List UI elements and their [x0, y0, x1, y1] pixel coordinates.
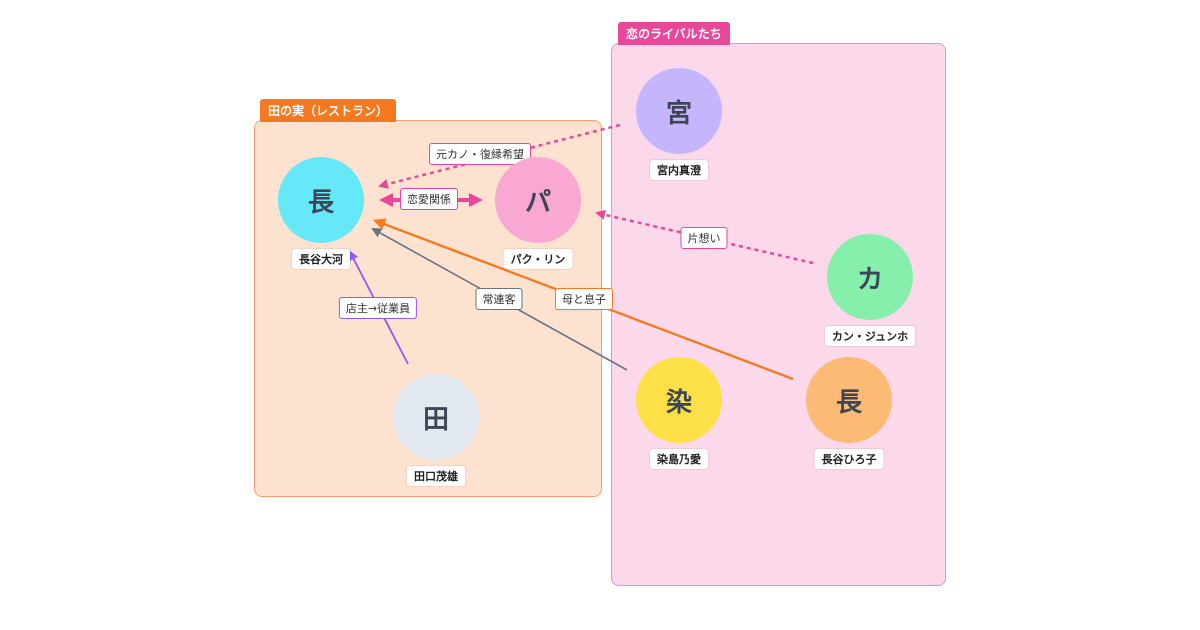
edge-kang-park	[595, 209, 814, 265]
edge-label-somejima-hase: 常連客	[475, 288, 523, 310]
edge-label-hase-park: 恋愛関係	[400, 188, 458, 210]
edge-label-miyauchi-hase: 元カノ・復縁希望	[429, 143, 531, 165]
node-label-park-rin: パク・リン	[503, 249, 573, 269]
node-hase-hiroko[interactable]: 長	[806, 357, 892, 443]
node-label-kang: カン・ジュンホ	[824, 326, 916, 346]
node-taguchi[interactable]: 田	[393, 374, 479, 460]
node-hase-taiga[interactable]: 長	[278, 157, 364, 243]
node-label-hase-hiroko: 長谷ひろ子	[814, 449, 884, 469]
group-restaurant-title: 田の実（レストラン）	[260, 99, 397, 122]
edge-label-taguchi-hase: 店主→従業員	[338, 297, 418, 319]
node-label-miyauchi: 宮内真澄	[650, 160, 708, 180]
node-label-hase-taiga: 長谷大河	[292, 249, 350, 269]
node-label-taguchi: 田口茂雄	[407, 466, 465, 486]
node-park-rin[interactable]: パ	[495, 157, 581, 243]
node-label-somejima: 染島乃愛	[650, 449, 708, 469]
edge-label-hiroko-hase: 母と息子	[555, 288, 613, 310]
node-somejima[interactable]: 染	[636, 357, 722, 443]
node-kang[interactable]: カ	[827, 234, 913, 320]
edge-label-kang-park: 片想い	[680, 227, 728, 249]
group-rivals-title: 恋のライバルたち	[618, 22, 730, 45]
node-miyauchi[interactable]: 宮	[636, 68, 722, 154]
